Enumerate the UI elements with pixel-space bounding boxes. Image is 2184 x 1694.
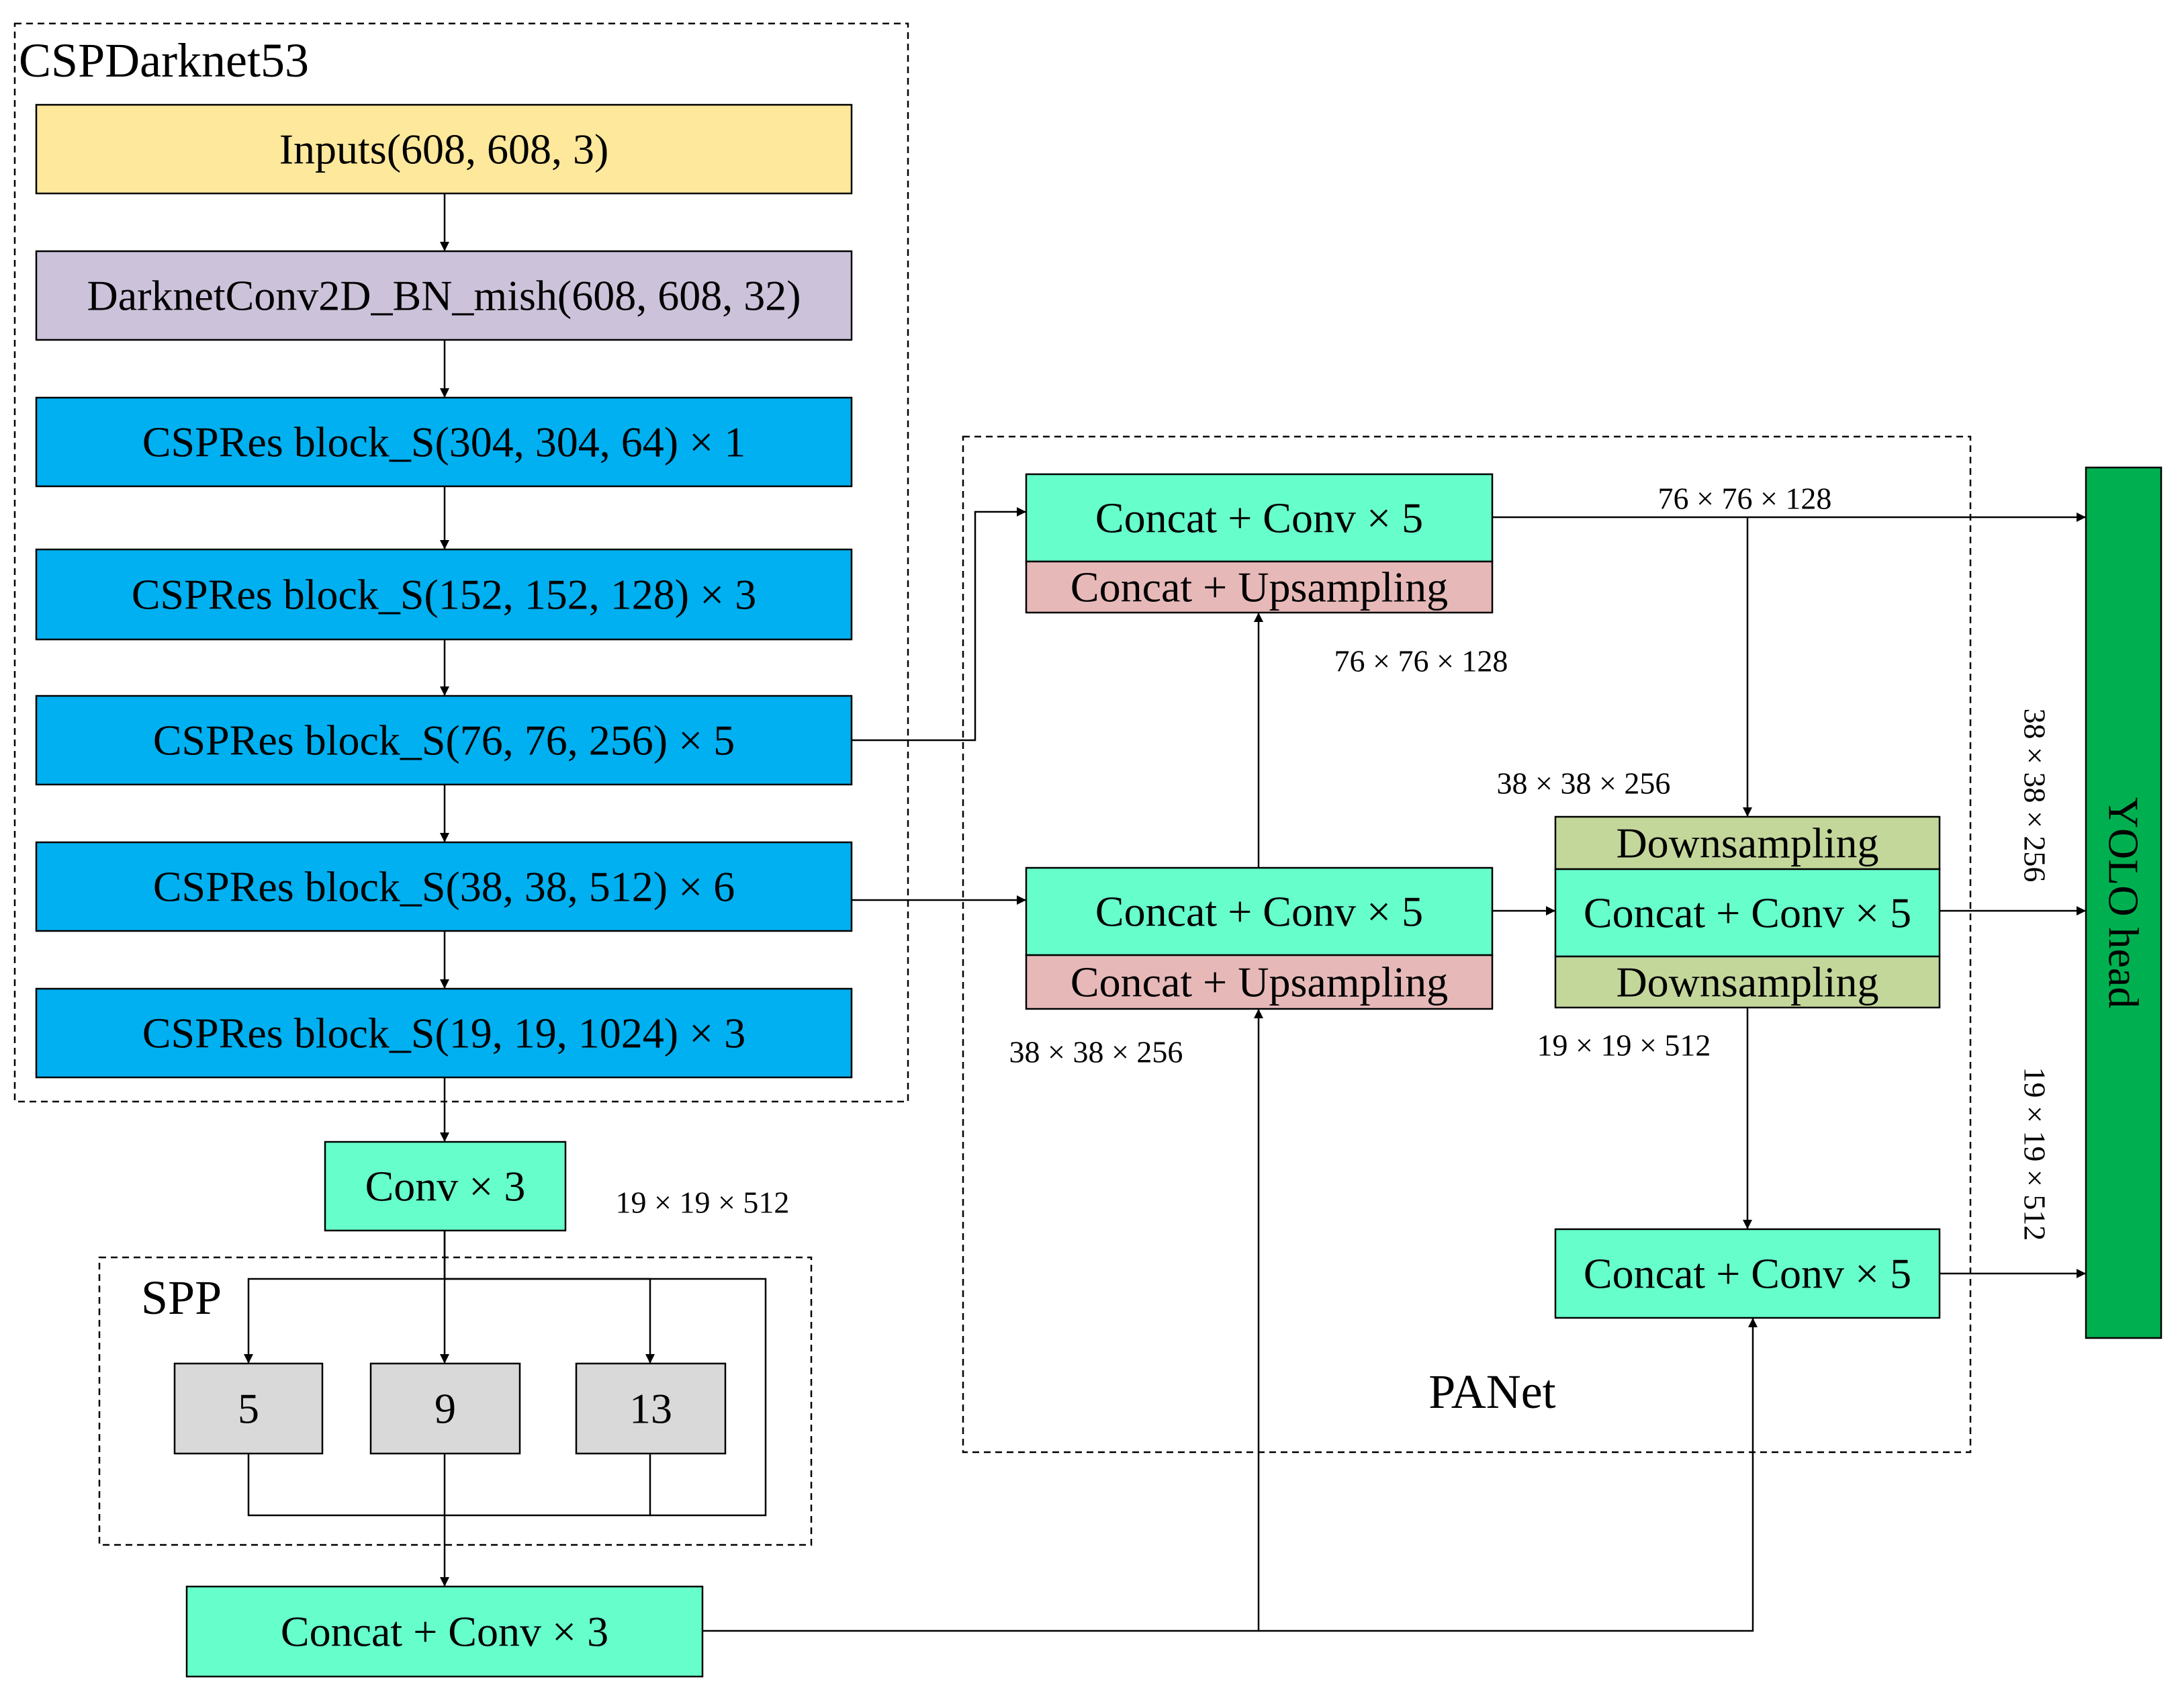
panet-right-conv-box [1554, 868, 1941, 958]
connectors [244, 193, 2086, 1632]
pool-5-box [173, 1362, 324, 1455]
panet-title: PANet [1428, 1365, 1555, 1419]
panet-mid-conv-label: Concat + Conv × 5 [1095, 888, 1423, 936]
panet-top-upsampling-label: Concat + Upsampling [1071, 564, 1448, 611]
dim-head-19: 19 × 19 × 512 [2018, 1067, 2052, 1241]
cspres-block-3: CSPRes block_S(76, 76, 256) × 5 [35, 695, 853, 786]
panet-top-conv-box [1025, 473, 1494, 563]
wire-spp-merge [247, 1454, 651, 1517]
panet-top-conv-label: Concat + Conv × 5 [1095, 494, 1423, 542]
neck-blocks: Conv × 3 5 9 13 Concat + Conv × 3 [173, 1141, 727, 1678]
panet-right-block: Downsampling Concat + Conv × 5 Downsampl… [1554, 815, 1941, 1009]
yolo-head-block: YOLO head [2085, 466, 2163, 1339]
dim-spp-input: 19 × 19 × 512 [616, 1186, 790, 1220]
arrow-csp3-to-top-conv [852, 507, 1026, 742]
cspres-block-4: CSPRes block_S(38, 38, 512) × 6 [35, 841, 853, 932]
panet-bottom-conv-box [1554, 1228, 1941, 1319]
conv3-block-label: Conv × 3 [365, 1163, 526, 1210]
spp-frame [98, 1256, 813, 1546]
dim-top-input: 76 × 76 × 128 [1334, 644, 1508, 678]
pool-13-box [575, 1362, 727, 1455]
panet-top-upsampling-box [1025, 560, 1494, 614]
cspres-block-4-label: CSPRes block_S(38, 38, 512) × 6 [153, 863, 735, 911]
panet-right-downsampling-top-label: Downsampling [1616, 819, 1878, 867]
panet-frame [962, 435, 1972, 1454]
cspdarknet53-title: CSPDarknet53 [19, 34, 309, 87]
pool-9-box [369, 1362, 521, 1455]
spp-title: SPP [141, 1271, 222, 1325]
cspres-block-2: CSPRes block_S(152, 152, 128) × 3 [35, 548, 853, 641]
dim-top-output: 76 × 76 × 128 [1658, 482, 1832, 516]
conv3-block-box [324, 1141, 567, 1232]
panet-mid-block: Concat + Conv × 5 Concat + Upsampling [1025, 866, 1494, 1010]
cspdarknet53-group: CSPDarknet53 [13, 22, 909, 1103]
dim-right-input: 38 × 38 × 256 [1497, 766, 1671, 801]
dim-head-38: 38 × 38 × 256 [2018, 709, 2052, 883]
dimension-labels: 19 × 19 × 512 76 × 76 × 128 76 × 76 × 12… [616, 482, 2052, 1241]
panet-mid-conv-box [1025, 866, 1494, 956]
arrow-conv3-to-pool13 [445, 1278, 655, 1364]
cspres-block-4-box [35, 841, 853, 932]
spp-group: SPP [98, 1256, 813, 1546]
panet-right-conv-label: Concat + Conv × 5 [1584, 889, 1911, 937]
panet-top-block: Concat + Conv × 5 Concat + Upsampling [1025, 473, 1494, 614]
yolo-head-box [2085, 466, 2163, 1339]
inputs-block-box [35, 103, 853, 195]
dim-mid-input: 38 × 38 × 256 [1009, 1035, 1183, 1069]
cspres-block-2-box [35, 548, 853, 641]
panet-group: PANet [962, 435, 1972, 1454]
pool-9-label: 9 [435, 1385, 456, 1433]
darknet-conv-block-label: DarknetConv2D_BN_mish(608, 608, 32) [87, 272, 801, 320]
cspres-block-1-box [35, 396, 853, 488]
concat-conv3-box [185, 1585, 704, 1678]
panet-right-downsampling-bottom-label: Downsampling [1616, 959, 1878, 1006]
panet-bottom-block: Concat + Conv × 5 [1554, 1228, 1941, 1319]
pool-9-block: 9 [369, 1362, 521, 1455]
cspdarknet53-frame [13, 22, 909, 1103]
darknet-conv-block-box [35, 250, 853, 341]
panet-mid-upsampling-label: Concat + Upsampling [1071, 959, 1448, 1006]
panet-bottom-conv-label: Concat + Conv × 5 [1584, 1250, 1911, 1298]
cspres-block-5-box [35, 987, 853, 1079]
cspres-block-5-label: CSPRes block_S(19, 19, 1024) × 3 [142, 1010, 745, 1057]
dim-right-below: 19 × 19 × 512 [1537, 1028, 1711, 1063]
arrow-concat-conv3-to-bottom-conv [1259, 1318, 1758, 1632]
inputs-block: Inputs(608, 608, 3) [35, 103, 853, 195]
pool-13-block: 13 [575, 1362, 727, 1455]
concat-conv3-label: Concat + Conv × 3 [281, 1608, 608, 1656]
arrow-conv3-to-pool5 [244, 1231, 446, 1364]
conv3-block: Conv × 3 [324, 1141, 567, 1232]
cspres-block-1: CSPRes block_S(304, 304, 64) × 1 [35, 396, 853, 488]
panet-blocks: Concat + Conv × 5 Concat + Upsampling Co… [1025, 473, 1941, 1319]
cspres-block-5: CSPRes block_S(19, 19, 1024) × 3 [35, 987, 853, 1079]
panet-mid-upsampling-box [1025, 954, 1494, 1010]
panet-right-downsampling-bottom-box [1554, 955, 1941, 1009]
wire-spp-skip [445, 1278, 767, 1517]
cspres-block-3-box [35, 695, 853, 786]
cspres-block-1-label: CSPRes block_S(304, 304, 64) × 1 [142, 418, 745, 466]
backbone-blocks: Inputs(608, 608, 3) DarknetConv2D_BN_mis… [35, 103, 853, 1079]
pool-13-label: 13 [629, 1385, 672, 1433]
pool-5-label: 5 [238, 1385, 259, 1433]
inputs-block-label: Inputs(608, 608, 3) [279, 126, 609, 173]
concat-conv3-block: Concat + Conv × 3 [185, 1585, 704, 1678]
cspres-block-2-label: CSPRes block_S(152, 152, 128) × 3 [132, 571, 756, 619]
pool-5-block: 5 [173, 1362, 324, 1455]
yolo-head-label: YOLO head [2100, 797, 2148, 1009]
darknet-conv-block: DarknetConv2D_BN_mish(608, 608, 32) [35, 250, 853, 341]
cspres-block-3-label: CSPRes block_S(76, 76, 256) × 5 [153, 717, 735, 764]
